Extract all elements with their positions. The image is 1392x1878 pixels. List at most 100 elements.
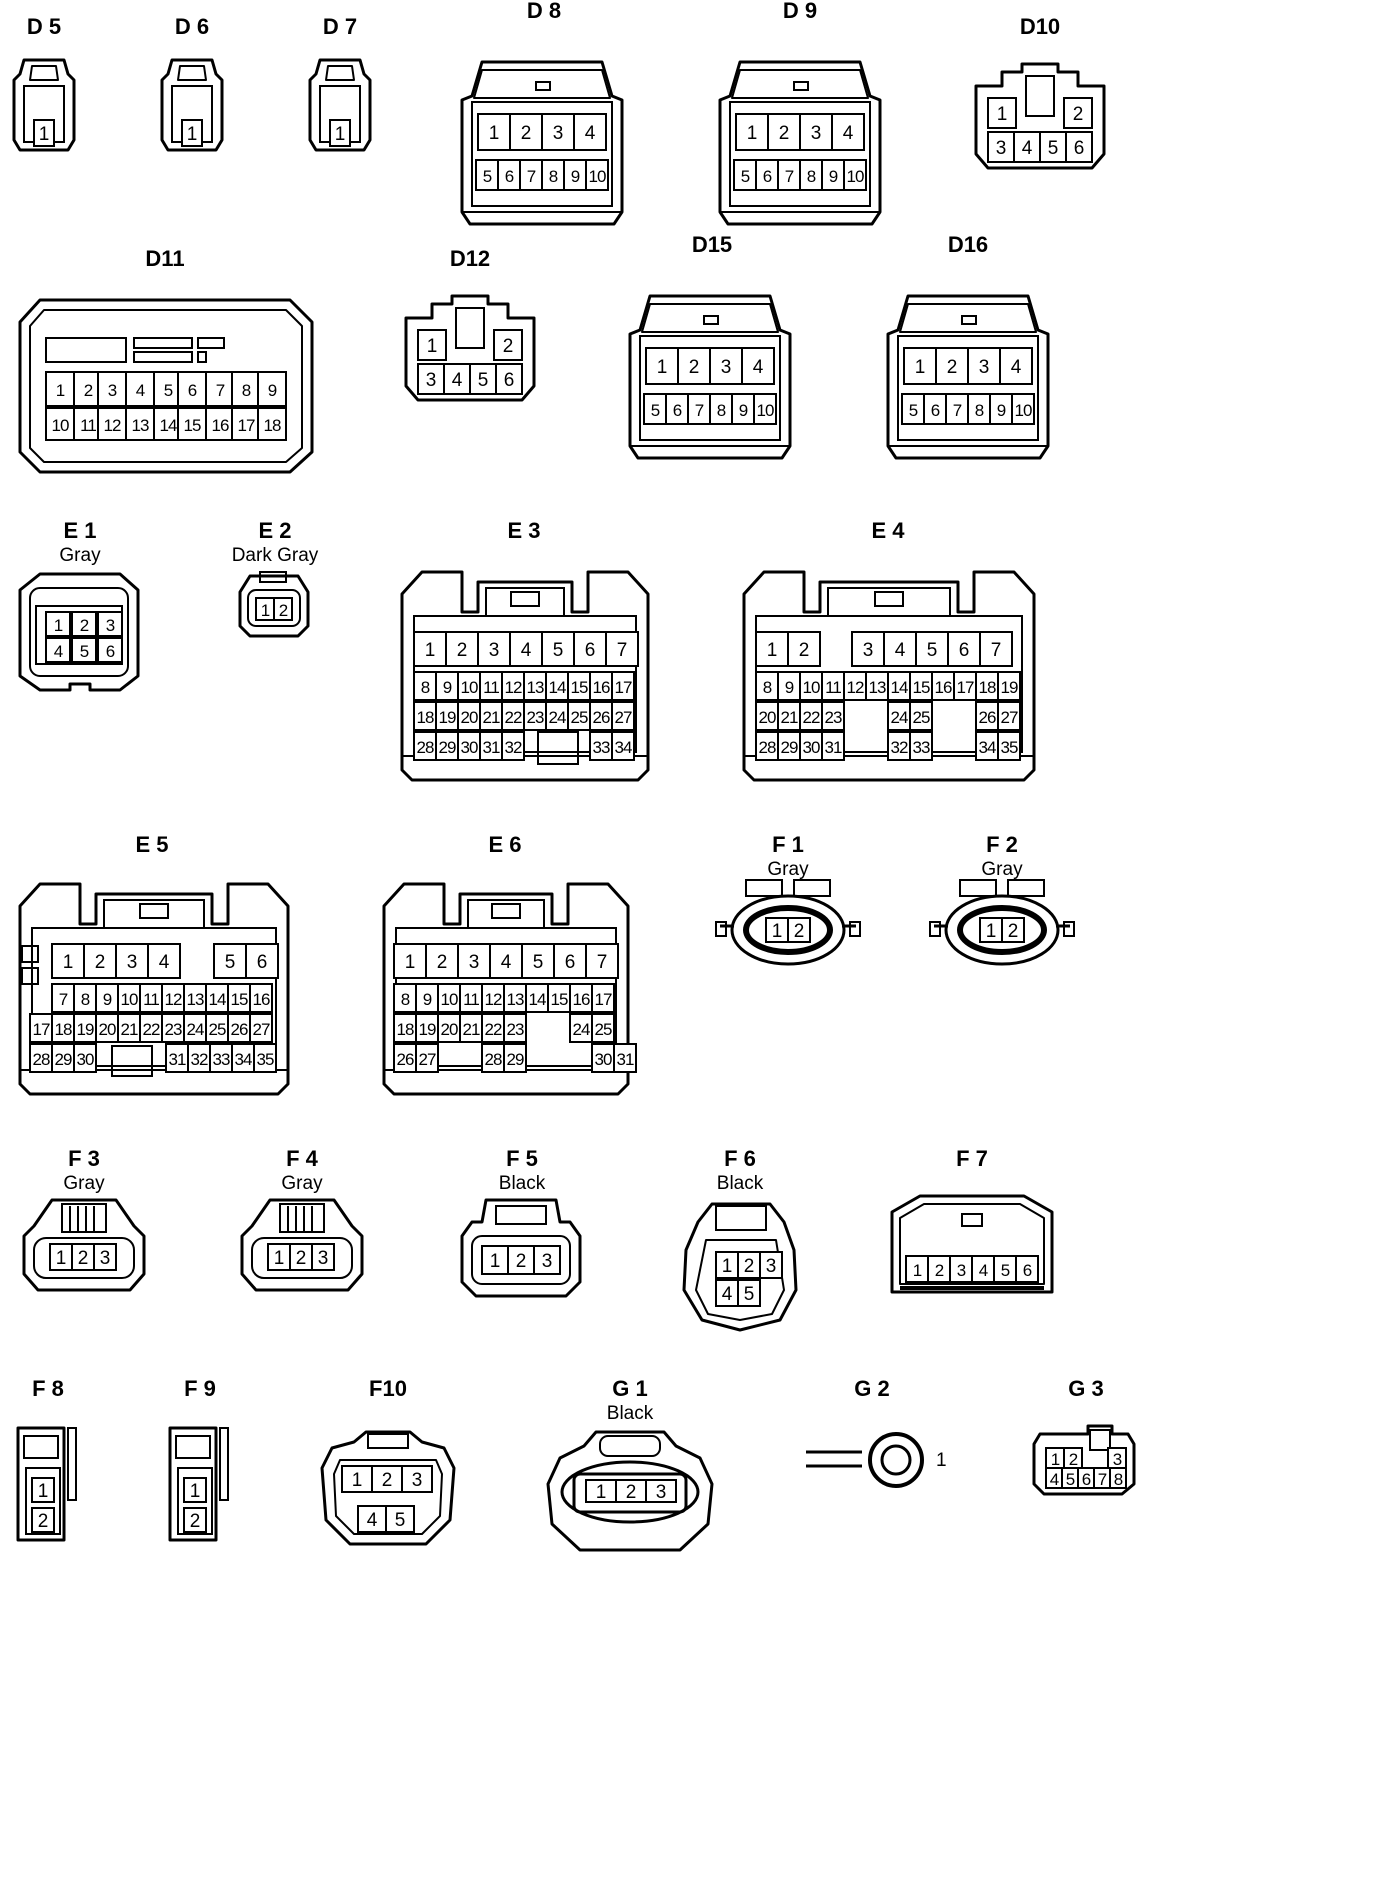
pin-number: 26: [593, 708, 610, 727]
pin-number: 29: [439, 738, 456, 757]
pin-cell-box: [611, 671, 635, 701]
pin-number: 3: [979, 357, 990, 378]
pin-cell: 29: [51, 1043, 75, 1073]
connector-label: D16: [948, 232, 988, 257]
pin-number: 11: [143, 990, 159, 1009]
pin-number: 6: [505, 167, 514, 186]
pin-cell-box: [181, 119, 203, 147]
housing-outline: [160, 58, 224, 152]
pin-number: 15: [913, 678, 930, 697]
pin-number: 12: [165, 990, 182, 1009]
pin-cell: 3: [93, 1243, 117, 1271]
pin-cell-box: [605, 631, 639, 667]
pin-cell: 18: [393, 1013, 417, 1043]
pin-cell: 7: [51, 983, 75, 1013]
pin-number: 5: [1048, 138, 1059, 159]
pin-cell: 14: [545, 671, 569, 701]
pin-cell: 2: [1001, 917, 1025, 943]
housing-outline: [455, 307, 485, 349]
pin-cell: 5: [475, 159, 499, 191]
pin-number: 2: [794, 921, 805, 942]
pin-cell: 7: [585, 943, 619, 979]
pin-number: 9: [571, 167, 580, 186]
pin-cell: 33: [209, 1043, 233, 1073]
pin-cell: 2: [71, 1243, 95, 1271]
pin-number: 1: [997, 104, 1008, 125]
pin-cell: 4: [999, 347, 1033, 385]
pin-cell-box: [205, 407, 235, 441]
pin-cell-box: [967, 347, 1001, 385]
pin-cell: 16: [589, 671, 613, 701]
pin-cell: 22: [799, 701, 823, 731]
pin-cell: 2: [83, 943, 117, 979]
pin-cell: 9: [777, 671, 801, 701]
pin-cell-box: [843, 159, 867, 191]
pin-cell: 5: [521, 943, 555, 979]
pin-number: 27: [419, 1050, 436, 1069]
pin-number: 15: [231, 990, 248, 1009]
housing-outline: [61, 1203, 107, 1233]
pin-number: 4: [136, 381, 145, 400]
pin-number: 12: [104, 416, 121, 435]
pin-cell: 8: [755, 671, 779, 701]
pin-number: 6: [565, 952, 576, 973]
pin-number: 11: [80, 416, 96, 435]
pin-number: 29: [781, 738, 798, 757]
pin-cell-box: [753, 393, 777, 425]
pin-cell-box: [1011, 393, 1035, 425]
pin-number: 31: [169, 1050, 186, 1069]
pin-cell: 2: [445, 631, 479, 667]
pin-cell: 2: [509, 113, 543, 151]
pin-number: 1: [56, 381, 65, 400]
pin-number: 20: [461, 708, 478, 727]
pin-cell: 18: [51, 1013, 75, 1043]
housing-outline: [471, 1235, 571, 1285]
pin-number: 2: [95, 952, 106, 973]
pin-number: 7: [527, 167, 536, 186]
pin-cell: 2: [787, 917, 811, 943]
pin-number: 8: [401, 990, 410, 1009]
pin-cell: 6: [497, 159, 521, 191]
pin-cell-box: [329, 119, 351, 147]
pin-number: 1: [913, 1261, 922, 1280]
pin-cell: 33: [589, 731, 613, 761]
pin-cell: 9: [435, 671, 459, 701]
housing-outline: [628, 294, 792, 460]
pin-cell: 1: [417, 329, 447, 361]
pin-cell-box: [481, 1245, 509, 1275]
pin-cell: 27: [611, 701, 635, 731]
pin-number: 1: [405, 952, 416, 973]
pin-cell: 29: [777, 731, 801, 761]
housing-outline: [793, 879, 831, 897]
pin-number: 7: [785, 167, 794, 186]
pin-cell: 6: [665, 393, 689, 425]
pin-cell: 6: [573, 631, 607, 667]
pin-cell: 21: [479, 701, 503, 731]
housing-outline: [247, 589, 301, 627]
pin-number: 5: [741, 167, 750, 186]
pin-cell-box: [71, 611, 97, 637]
pin-cell-box: [253, 1043, 277, 1073]
pin-number: 1: [747, 123, 758, 144]
housing-outline: [69, 1206, 95, 1232]
pin-cell-box: [97, 407, 127, 441]
pin-cell: 3: [851, 631, 885, 667]
housing-outline: [599, 1435, 661, 1457]
pin-number: 30: [595, 1050, 612, 1069]
pin-number: 1: [190, 1481, 201, 1502]
housing-outline: [333, 1459, 443, 1535]
pin-number: 8: [81, 990, 90, 1009]
pin-cell-box: [445, 631, 479, 667]
pin-cell: 1: [33, 119, 55, 147]
pin-number: 2: [626, 1482, 637, 1503]
pin-cell: 3: [759, 1251, 783, 1279]
connector-label: D 8: [527, 0, 561, 23]
pin-number: 6: [106, 642, 115, 661]
pin-cell: 5: [469, 363, 497, 395]
pin-cell: 24: [545, 701, 569, 731]
pin-cell: 11: [821, 671, 845, 701]
pin-cell: 6: [947, 631, 981, 667]
